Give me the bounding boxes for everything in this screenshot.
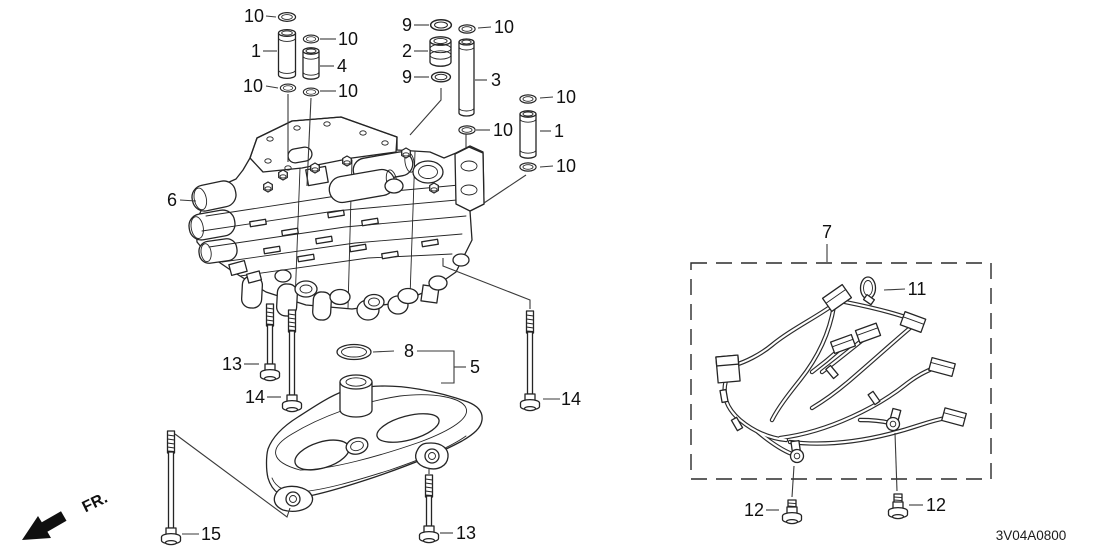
atf-strainer	[265, 374, 483, 512]
part-label-10: 10	[556, 156, 576, 176]
part-label-7: 7	[822, 222, 832, 242]
callout-leader-11	[883, 288, 906, 291]
part-label-9: 9	[402, 67, 412, 87]
bottom-bosses	[228, 253, 470, 321]
bolt-14-left	[281, 309, 303, 413]
assembly-leaders	[174, 88, 898, 518]
part-label-10: 10	[243, 76, 263, 96]
pipe-1-left	[277, 28, 297, 80]
callout-leader-10	[477, 26, 492, 29]
callout-leader-10	[265, 15, 277, 18]
fr-direction-arrow-icon	[22, 511, 67, 540]
part-label-12: 12	[744, 500, 764, 520]
part-label-1: 1	[554, 121, 564, 141]
valve-body-assembly	[188, 116, 485, 321]
part-label-15: 15	[201, 524, 221, 544]
callout-leader-8	[372, 350, 395, 353]
part-label-10: 10	[493, 120, 513, 140]
bolt-13-left	[259, 303, 281, 382]
harness-connector	[928, 356, 956, 378]
harness-connector	[899, 311, 927, 333]
pipe-1-right	[519, 110, 537, 159]
harness-connector	[854, 322, 882, 344]
valve-slots	[249, 209, 439, 263]
wire-harness-assembly	[715, 276, 967, 464]
bolt-13-bottom	[418, 474, 440, 544]
part-label-10: 10	[494, 17, 514, 37]
accumulator-cylinders	[188, 180, 238, 264]
part-label-5: 5	[470, 357, 480, 377]
part-label-10: 10	[556, 87, 576, 107]
callout-leader-10	[539, 165, 554, 168]
part-label-1: 1	[251, 41, 261, 61]
part-label-10: 10	[338, 81, 358, 101]
callout-leader-10	[539, 96, 554, 99]
harness-connector	[829, 333, 857, 355]
part-label-13: 13	[456, 523, 476, 543]
part-label-4: 4	[337, 56, 347, 76]
bolt-12-right	[887, 493, 909, 520]
harness-connector	[715, 354, 741, 384]
harness-connector	[821, 283, 853, 313]
part-label-10: 10	[244, 6, 264, 26]
bolt-12-left	[781, 499, 803, 525]
harness-boundary-box	[690, 262, 992, 480]
right-tower	[454, 146, 485, 212]
callout-leader-10	[265, 85, 279, 89]
part-label-9: 9	[402, 15, 412, 35]
part-label-3: 3	[491, 70, 501, 90]
strainer-ear-right	[415, 442, 449, 470]
o-ring-8	[336, 343, 372, 361]
part-label-2: 2	[402, 41, 412, 61]
bolt-15	[160, 430, 182, 546]
pipe-3	[458, 38, 475, 117]
filter-2	[429, 36, 452, 67]
callout-leader-6	[179, 199, 197, 202]
harness-ties	[719, 364, 881, 432]
fr-direction-indicator: FR.	[22, 490, 110, 540]
part-label-11: 11	[908, 279, 927, 299]
bolt-14-right	[519, 310, 541, 412]
part-label-6: 6	[167, 190, 177, 210]
diagram-code: 3V04A0800	[996, 528, 1067, 543]
harness-clamp-11	[859, 276, 877, 306]
pipe-4	[302, 47, 320, 80]
fr-label: FR.	[80, 490, 111, 517]
part-label-12: 12	[926, 495, 946, 515]
ground-terminal	[884, 407, 904, 433]
harness-connector	[941, 407, 967, 427]
strainer-ear-left	[273, 485, 314, 512]
part-label-14: 14	[245, 387, 265, 407]
part-label-14: 14	[561, 389, 581, 409]
part-label-10: 10	[338, 29, 358, 49]
part-label-8: 8	[404, 341, 414, 361]
part-label-13: 13	[222, 354, 242, 374]
